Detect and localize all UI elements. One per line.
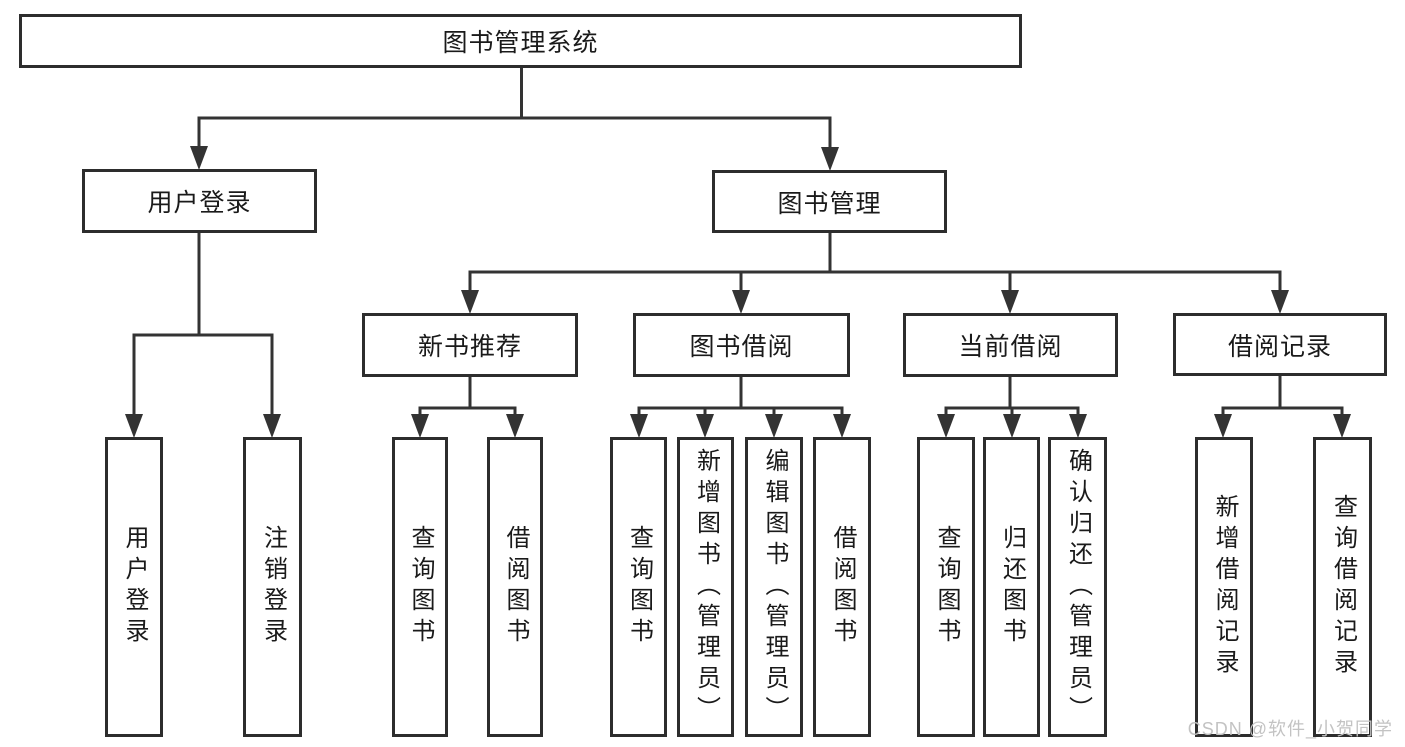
leaf-newrec-query-books: 查询图书 xyxy=(392,437,448,737)
leaf-current-confirm-return-admin: 确认归还（管理员） xyxy=(1048,437,1107,737)
node-new-book-recommend: 新书推荐 xyxy=(362,313,578,377)
node-user-login: 用户登录 xyxy=(82,169,317,233)
leaf-user-login: 用户登录 xyxy=(105,437,163,737)
leaf-current-query-books: 查询图书 xyxy=(917,437,975,737)
leaf-newrec-borrow-books: 借阅图书 xyxy=(487,437,543,737)
leaf-logout: 注销登录 xyxy=(243,437,302,737)
leaf-borrow-edit-books-admin: 编辑图书（管理员） xyxy=(745,437,803,737)
leaf-records-add-borrow-record: 新增借阅记录 xyxy=(1195,437,1253,737)
leaf-borrow-borrow-books: 借阅图书 xyxy=(813,437,871,737)
node-current-borrowing: 当前借阅 xyxy=(903,313,1118,377)
csdn-watermark: CSDN @软件_小贺同学 xyxy=(1187,719,1393,739)
leaf-current-return-books: 归还图书 xyxy=(983,437,1040,737)
leaf-borrow-add-books-admin: 新增图书（管理员） xyxy=(677,437,734,737)
node-library-management-system: 图书管理系统 xyxy=(19,14,1022,68)
node-book-borrowing: 图书借阅 xyxy=(633,313,850,377)
leaf-records-query-borrow-record: 查询借阅记录 xyxy=(1313,437,1372,737)
node-borrowing-records: 借阅记录 xyxy=(1173,313,1387,376)
node-book-management: 图书管理 xyxy=(712,170,947,233)
leaf-borrow-query-books: 查询图书 xyxy=(610,437,667,737)
